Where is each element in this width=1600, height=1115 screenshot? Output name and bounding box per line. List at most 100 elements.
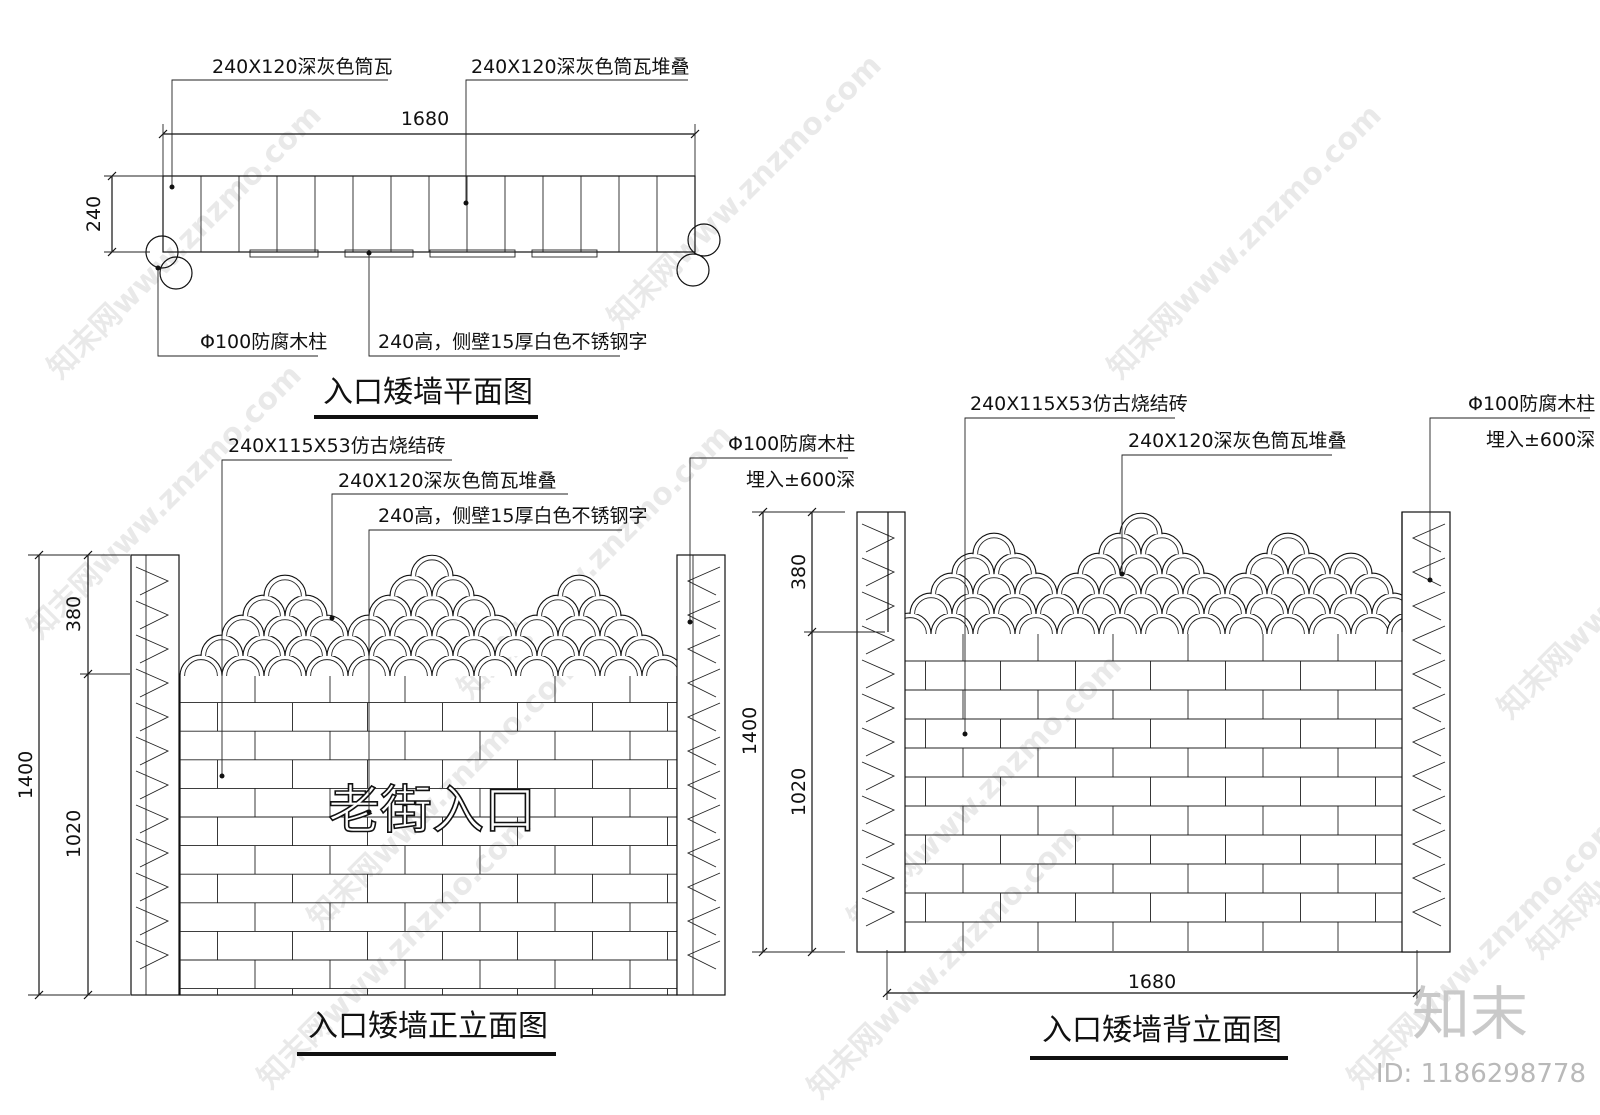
front-tile-arc bbox=[557, 614, 601, 637]
back-tile-inner-arc bbox=[914, 597, 948, 615]
back-tile-arc bbox=[1350, 572, 1394, 595]
back-tile-arc bbox=[951, 592, 995, 615]
front-tile-arc bbox=[263, 614, 307, 637]
front-wood-posts bbox=[130, 554, 726, 996]
back-left-wood-grain bbox=[861, 523, 896, 553]
back-tile-inner-arc bbox=[1103, 617, 1137, 635]
front-elevation: 老街入口 1400 380 1020 240X115X53仿古烧结砖 240X1… bbox=[15, 433, 855, 1056]
back-tile-inner-arc bbox=[1166, 557, 1200, 575]
back-tile-inner-arc bbox=[1250, 597, 1284, 615]
back-tile-arc bbox=[1287, 592, 1331, 615]
front-right-wood-grain bbox=[686, 600, 721, 630]
back-left-wood-grain bbox=[861, 659, 896, 689]
back-length-dim: 1680 bbox=[1128, 971, 1176, 993]
front-left-wood-grain bbox=[135, 872, 170, 902]
back-tile-arc bbox=[1245, 552, 1289, 575]
back-right-wood-grain bbox=[1411, 761, 1446, 791]
back-tile-arc bbox=[1161, 552, 1205, 575]
back-bottom-dim: 1020 bbox=[788, 768, 810, 816]
back-tile-arc bbox=[1329, 552, 1373, 575]
back-post-label: Φ100防腐木柱 bbox=[1468, 393, 1595, 415]
front-tile-arc bbox=[410, 554, 454, 577]
plan-tile-label: 240X120深灰色筒瓦 bbox=[212, 56, 393, 78]
watermark-text: 知末网www.znzmo.com bbox=[801, 818, 1089, 1106]
front-tile-arc bbox=[431, 654, 475, 677]
front-tile-inner-arc bbox=[499, 639, 533, 657]
front-tile-inner-arc bbox=[520, 619, 554, 637]
back-right-wood-grain bbox=[1411, 625, 1446, 655]
front-tile-inner-arc bbox=[268, 619, 302, 637]
back-post-depth-label: 埋入±600深 bbox=[1486, 429, 1595, 451]
back-tile-arc bbox=[972, 532, 1016, 555]
front-tile-inner-arc bbox=[415, 599, 449, 617]
back-tile-arc bbox=[1287, 552, 1331, 575]
back-tile-arc bbox=[972, 572, 1016, 595]
back-tile-inner-arc bbox=[998, 597, 1032, 615]
plan-view: 1680 240 240X120深灰色筒瓦 240X120深灰色筒瓦堆叠 Φ10… bbox=[83, 56, 721, 419]
front-tile-inner-arc bbox=[604, 659, 638, 677]
front-tile-inner-arc bbox=[331, 639, 365, 657]
front-tile-arc bbox=[431, 574, 475, 597]
back-left-wood-grain bbox=[861, 795, 896, 825]
front-brick-label: 240X115X53仿古烧结砖 bbox=[228, 435, 446, 457]
front-left-wood-grain bbox=[135, 668, 170, 698]
back-tile-arc bbox=[1308, 612, 1352, 635]
front-tile-inner-arc bbox=[226, 619, 260, 637]
front-tile-inner-arc bbox=[268, 579, 302, 597]
front-tile-inner-arc bbox=[394, 659, 428, 677]
front-tile-inner-arc bbox=[478, 619, 512, 637]
front-left-wood-grain bbox=[135, 634, 170, 664]
back-tile-inner-arc bbox=[1145, 577, 1179, 595]
back-tile-inner-arc bbox=[1061, 577, 1095, 595]
front-tile-arc bbox=[578, 634, 622, 657]
front-right-wood-grain bbox=[686, 634, 721, 664]
back-tile-inner-arc bbox=[1187, 617, 1221, 635]
front-tile-inner-arc bbox=[394, 579, 428, 597]
front-tile-arc bbox=[578, 594, 622, 617]
back-tile-inner-arc bbox=[1250, 557, 1284, 575]
front-post-depth-label: 埋入±600深 bbox=[746, 469, 855, 491]
front-tile-arc bbox=[452, 634, 496, 657]
front-tile-arc bbox=[389, 574, 433, 597]
back-tile-arc bbox=[1161, 592, 1205, 615]
front-tile-inner-arc bbox=[226, 659, 260, 677]
back-tile-arc bbox=[1056, 572, 1100, 595]
plan-post-bottom-left bbox=[159, 256, 193, 290]
back-right-wood-grain bbox=[1411, 693, 1446, 723]
back-tile-inner-arc bbox=[1334, 597, 1368, 615]
plan-width-dim: 240 bbox=[83, 196, 105, 232]
front-tile-arc bbox=[431, 614, 475, 637]
back-tile-inner-arc bbox=[1145, 537, 1179, 555]
front-tile-arc bbox=[452, 594, 496, 617]
back-tile-inner-arc bbox=[1124, 517, 1158, 535]
front-right-post bbox=[676, 554, 726, 996]
image-id-label: ID: 1186298778 bbox=[1376, 1059, 1586, 1089]
front-tile-arc bbox=[599, 614, 643, 637]
back-right-wood-grain bbox=[1411, 863, 1446, 893]
front-tile-arc bbox=[263, 654, 307, 677]
back-tile-arc bbox=[1266, 612, 1310, 635]
front-tile-arc bbox=[305, 614, 349, 637]
front-tile-arc bbox=[389, 614, 433, 637]
back-tile-arc bbox=[1266, 532, 1310, 555]
front-tile-arc bbox=[221, 614, 265, 637]
back-tile-arc bbox=[1014, 612, 1058, 635]
back-right-wood-grain bbox=[1411, 727, 1446, 757]
front-tile-inner-arc bbox=[541, 639, 575, 657]
back-tile-inner-arc bbox=[1187, 577, 1221, 595]
front-tile-arc bbox=[305, 654, 349, 677]
back-tile-inner-arc bbox=[1313, 617, 1347, 635]
front-tile-arc bbox=[263, 574, 307, 597]
back-tile-inner-arc bbox=[1019, 577, 1053, 595]
back-left-wood-grain bbox=[861, 625, 896, 655]
back-tile-inner-arc bbox=[935, 577, 969, 595]
front-tile-inner-arc bbox=[310, 659, 344, 677]
back-tile-arc bbox=[1140, 532, 1184, 555]
back-tile-arc bbox=[1224, 572, 1268, 595]
back-tile-arc bbox=[1119, 592, 1163, 615]
front-tile-arc bbox=[179, 654, 223, 677]
back-tile-arc bbox=[1308, 572, 1352, 595]
front-tile-inner-arc bbox=[541, 599, 575, 617]
back-tile-arc bbox=[1035, 592, 1079, 615]
front-tile-stack bbox=[179, 554, 685, 677]
